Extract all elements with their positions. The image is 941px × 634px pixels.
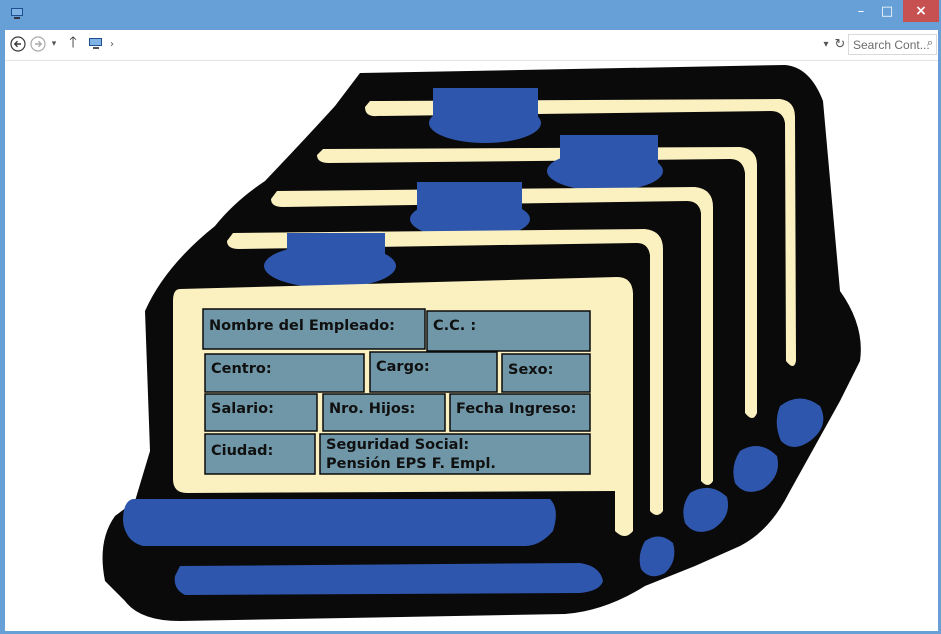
address-dropdown-icon[interactable]: ▾ xyxy=(823,38,829,50)
drop-blue-3 xyxy=(683,487,729,532)
close-button[interactable]: × xyxy=(903,0,939,22)
field-nombre-label: Nombre del Empleado: xyxy=(209,318,395,334)
minimize-button[interactable]: – xyxy=(857,3,865,19)
up-arrow-icon[interactable]: 🡑 xyxy=(69,32,77,51)
field-nombre-box xyxy=(202,308,426,350)
card-back-1-tab-base xyxy=(429,103,541,143)
card-back-4-tab-base xyxy=(264,244,396,288)
field-hijos-box xyxy=(322,393,446,432)
drop-blue-1 xyxy=(776,398,824,447)
field-seguridad-box xyxy=(319,433,591,475)
form-fields: Nombre del Empleado: C.C. : Centro: Carg… xyxy=(202,308,591,475)
field-hijos-label: Nro. Hijos: xyxy=(329,401,415,417)
field-ciudad-label: Ciudad: xyxy=(211,443,273,459)
content-area: Nombre del Empleado: C.C. : Centro: Carg… xyxy=(5,61,938,631)
field-salario-label: Salario: xyxy=(211,401,274,417)
card-back-3-tab-base xyxy=(410,199,530,239)
navigation-bar: ▾ 🡑 › ▾ ↻ Search Cont... ⌕ xyxy=(5,30,938,61)
field-fecha-label: Fecha Ingreso: xyxy=(456,401,576,417)
drop-blue-4 xyxy=(639,536,675,577)
field-fecha-box xyxy=(449,393,591,432)
card-file-illustration: Nombre del Empleado: C.C. : Centro: Carg… xyxy=(102,65,861,621)
field-sexo-label: Sexo: xyxy=(508,362,553,378)
magnifier-icon[interactable]: ⌕ xyxy=(926,37,933,49)
computer-location-icon[interactable] xyxy=(87,36,105,52)
search-placeholder: Search Cont... xyxy=(853,38,930,52)
field-cc-label: C.C. : xyxy=(433,318,476,334)
breadcrumb-chevron-icon[interactable]: › xyxy=(110,38,114,50)
forward-arrow-icon[interactable] xyxy=(29,36,47,52)
maximize-button[interactable]: □ xyxy=(880,3,894,19)
card-back-2-tab-base xyxy=(547,151,663,191)
drop-blue-2 xyxy=(733,446,779,492)
field-cargo-box xyxy=(369,351,498,393)
field-centro-label: Centro: xyxy=(211,361,272,377)
field-cargo-label: Cargo: xyxy=(376,359,430,375)
computer-icon xyxy=(11,8,23,19)
back-arrow-icon[interactable] xyxy=(9,36,27,52)
title-bar[interactable]: – □ × xyxy=(0,0,941,30)
base-strip-back xyxy=(174,563,603,595)
field-centro-box xyxy=(204,353,365,393)
field-seguridad-label: Seguridad Social: xyxy=(326,437,469,453)
base-strip-front xyxy=(123,499,556,546)
field-sexo-box xyxy=(501,353,591,393)
search-input[interactable]: Search Cont... ⌕ xyxy=(848,34,937,55)
refresh-icon[interactable]: ↻ xyxy=(834,36,846,52)
field-pension-label: Pensión EPS F. Empl. xyxy=(326,456,496,472)
recent-locations-chevron-icon[interactable]: ▾ xyxy=(51,39,57,49)
field-salario-box xyxy=(204,393,318,432)
field-cc-box xyxy=(426,310,591,352)
field-ciudad-box xyxy=(204,433,316,475)
